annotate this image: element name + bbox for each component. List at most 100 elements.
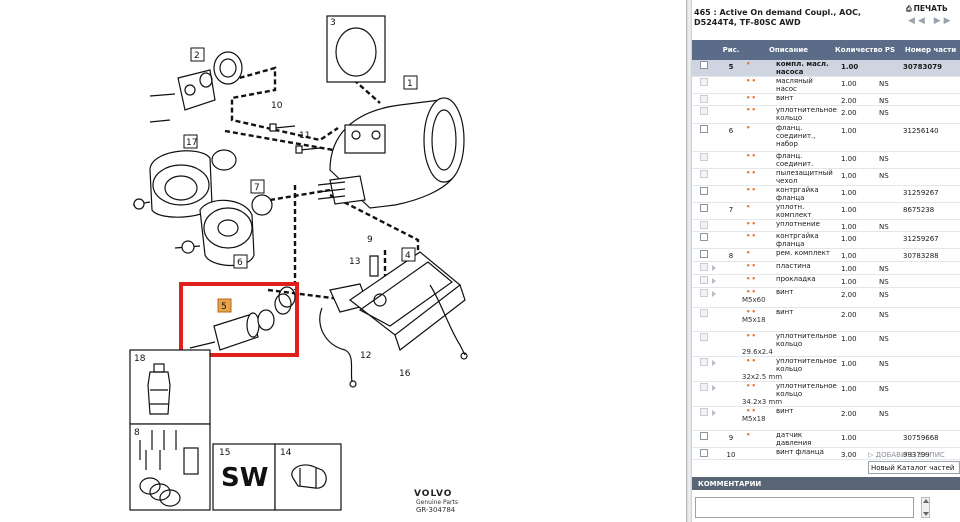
row-checkbox[interactable]: [700, 187, 708, 195]
row-checkbox[interactable]: [700, 233, 708, 241]
part-number-cell[interactable]: [901, 93, 960, 106]
part-number-cell[interactable]: 31259267: [901, 185, 960, 203]
part-number-cell[interactable]: 30783079: [901, 60, 960, 77]
level-marker: ••: [746, 94, 757, 102]
part-number-cell[interactable]: 30759668: [901, 430, 960, 448]
select-cell: [692, 105, 720, 124]
expand-arrow-icon[interactable]: [712, 360, 716, 366]
part-number-cell[interactable]: [901, 356, 960, 382]
row-checkbox[interactable]: [700, 61, 708, 69]
ps-cell: [879, 248, 901, 262]
part-number-cell[interactable]: [901, 76, 960, 94]
select-cell: [692, 151, 720, 169]
part-number-cell[interactable]: [901, 307, 960, 332]
mark-cell: ••: [742, 231, 770, 249]
part-number-cell[interactable]: [901, 219, 960, 232]
pane-splitter[interactable]: [686, 0, 692, 522]
col-desc[interactable]: Описание: [742, 40, 835, 60]
col-fig[interactable]: Рис.: [720, 40, 742, 60]
fig-cell: [720, 356, 742, 382]
expand-arrow-icon[interactable]: [712, 385, 716, 391]
row-checkbox[interactable]: [700, 449, 708, 457]
row-checkbox[interactable]: [700, 204, 708, 212]
sw-label: SW: [221, 463, 269, 493]
mark-cell: ••: [742, 381, 770, 407]
fig-cell: [720, 105, 742, 124]
ps-cell: [879, 430, 901, 448]
expand-arrow-icon[interactable]: [712, 265, 716, 271]
add-to-list-button[interactable]: ▷ ДОБАВИТЬ В СПИС: [868, 451, 945, 459]
callout-13: 13: [349, 257, 360, 267]
part-number-cell[interactable]: 8675238: [901, 202, 960, 220]
part-number-cell[interactable]: 983799: [901, 447, 960, 460]
ps-cell: NS: [879, 151, 901, 169]
desc-cell: уплотнительное кольцо: [770, 105, 837, 124]
callout-18: 18: [134, 354, 146, 364]
select-cell: [692, 76, 720, 94]
comments-scrollbar[interactable]: [921, 497, 930, 518]
comments-input[interactable]: [695, 497, 914, 518]
expand-arrow-icon[interactable]: [712, 410, 716, 416]
part-number-cell[interactable]: [901, 406, 960, 431]
mark-cell: •: [742, 430, 770, 448]
row-checkbox[interactable]: [700, 250, 708, 258]
part-number-cell[interactable]: [901, 105, 960, 124]
part-number-cell[interactable]: 31256140: [901, 123, 960, 152]
level-marker: ••: [746, 169, 757, 177]
mark-cell: ••: [742, 93, 770, 106]
nav-arrows[interactable]: ◀◀ ▶▶: [908, 16, 954, 26]
part-number-cell[interactable]: [901, 287, 960, 308]
part-number-cell[interactable]: 31259267: [901, 231, 960, 249]
level-marker: ••: [746, 332, 757, 340]
expand-arrow-icon[interactable]: [712, 291, 716, 297]
select-cell: [692, 202, 720, 220]
select-cell: [692, 219, 720, 232]
mark-cell: •: [742, 123, 770, 152]
part-number-cell[interactable]: [901, 261, 960, 275]
part-number-cell[interactable]: 30783288: [901, 248, 960, 262]
print-button[interactable]: ⎙ПЕЧАТЬ: [906, 4, 948, 14]
row-checkbox[interactable]: [700, 432, 708, 440]
col-num[interactable]: Номер части: [901, 40, 960, 60]
parts-list-panel: 465 : Active On demand Coupl., AOC, D524…: [692, 0, 960, 522]
part-number-cell[interactable]: [901, 274, 960, 288]
select-cell: [692, 430, 720, 448]
row-checkbox: [700, 107, 708, 115]
fig-cell: 7: [720, 202, 742, 220]
expand-arrow-icon[interactable]: [712, 278, 716, 284]
part-number-cell[interactable]: [901, 331, 960, 357]
desc-cell: пылезащитный чехол: [770, 168, 835, 186]
col-ps[interactable]: PS: [879, 40, 901, 60]
catalog-select[interactable]: Новый Каталог частей: [868, 461, 960, 474]
desc-cell: контргайка фланца: [770, 231, 835, 249]
qty-cell: 1.00: [835, 430, 879, 448]
mark-cell: ••: [742, 151, 770, 169]
part-number-cell[interactable]: [901, 381, 960, 407]
col-qty[interactable]: Количество: [835, 40, 883, 60]
part-number-cell[interactable]: [901, 151, 960, 169]
row-checkbox[interactable]: [700, 125, 708, 133]
part-number-cell[interactable]: [901, 168, 960, 186]
